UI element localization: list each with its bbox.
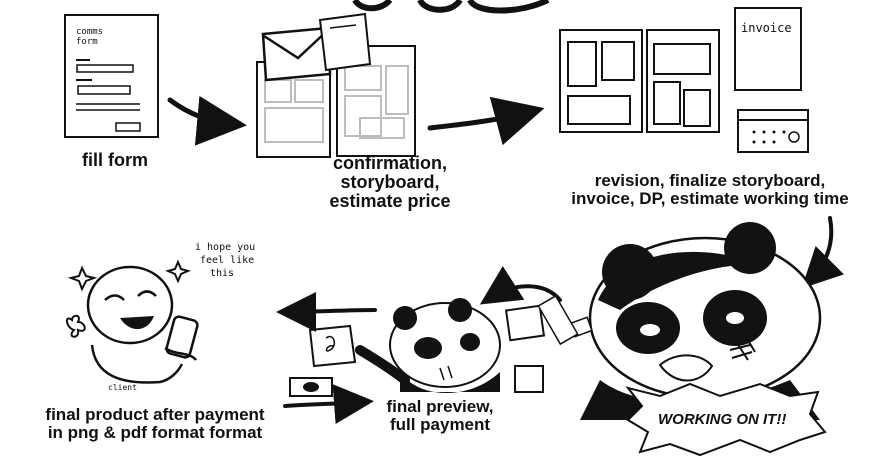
arrow-4 <box>479 266 562 305</box>
step-2-line-3: estimate price <box>329 190 451 211</box>
floating-papers <box>504 294 579 393</box>
step-4-label: final preview, full payment <box>380 398 500 434</box>
delivery-envelope-icon <box>308 324 357 368</box>
envelope-icon <box>261 26 332 82</box>
working-speech-bubble: WORKING ON IT!! <box>625 382 827 457</box>
step-5-label: final product after payment in png & pdf… <box>30 406 280 442</box>
invoice-title: invoice <box>741 21 792 35</box>
step-3-label: revision, finalize storyboard, invoice, … <box>555 172 865 208</box>
step-2-line-1: confirmation, <box>332 153 447 173</box>
step-2-label: confirmation, storyboard, estimate price <box>300 154 480 211</box>
money-bill-icon <box>289 377 333 397</box>
comms-form-document: comms form <box>64 14 159 138</box>
arrow-6 <box>283 384 374 425</box>
step-1-label-text: fill form <box>82 150 148 170</box>
thought-line-3: this <box>210 268 234 279</box>
bubble-text: WORKING ON IT!! <box>658 411 786 428</box>
client-thought-text: i hope you feel like this <box>195 242 255 279</box>
step-5-line-2: in png & pdf format format <box>47 422 263 442</box>
step-5-line-1: final product after payment <box>45 405 265 424</box>
preview-panda-illustration <box>355 298 501 393</box>
step-4-line-1: final preview, <box>386 397 494 416</box>
arrow-3 <box>801 216 844 289</box>
arrow-2 <box>427 96 545 146</box>
step-1-label: fill form <box>60 151 170 170</box>
calendar-icon <box>737 109 809 153</box>
thought-line-1: i hope you <box>195 242 255 253</box>
client-illustration: client <box>86 265 199 392</box>
revision-storyboard-invoice: invoice <box>559 7 809 153</box>
sparkle-icons <box>66 259 191 338</box>
header-scribble <box>352 0 550 14</box>
step-4-line-2: full payment <box>389 414 491 434</box>
note-paper-icon <box>318 12 372 72</box>
step-2-line-2: storyboard, <box>340 171 440 192</box>
step-3-line-1: revision, finalize storyboard, <box>594 171 826 190</box>
step-3-line-2: invoice, DP, estimate working time <box>571 188 849 208</box>
client-tag: client <box>108 383 137 392</box>
thought-line-2: feel like <box>200 255 254 266</box>
form-title-line-1: comms <box>76 27 103 37</box>
arrow-1 <box>167 95 247 146</box>
arrow-5 <box>276 291 377 332</box>
form-title-line-2: form <box>76 37 98 47</box>
invoice-document: invoice <box>734 7 802 91</box>
storyboard-with-envelope <box>256 12 416 158</box>
